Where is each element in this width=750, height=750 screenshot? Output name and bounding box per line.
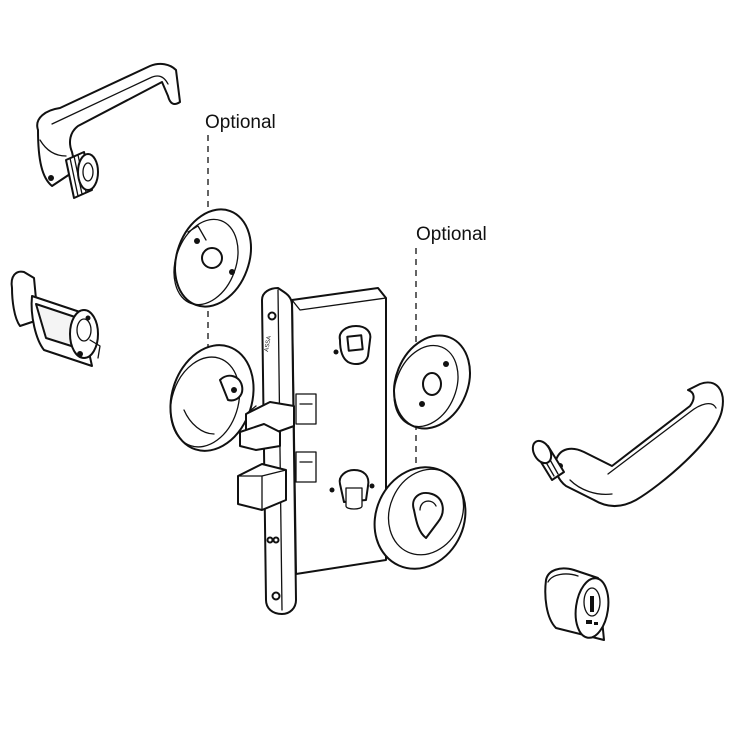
faceplate-marking: ASSA: [264, 336, 273, 353]
threaded-spindle-left: [65, 151, 99, 199]
lock-faceplate: [261, 287, 297, 615]
dead-bolt: [237, 463, 287, 511]
mortise-lock-body: ASSA: [237, 287, 387, 615]
optional-label-left: Optional: [205, 112, 276, 133]
thumb-turn-cylinder: [10, 270, 101, 367]
cylinder-rose-right: [373, 466, 467, 570]
lever-handle-left: [36, 62, 181, 199]
optional-rose-right: [393, 334, 471, 430]
latch-bolt: [239, 401, 295, 451]
optional-label-right: Optional: [416, 224, 487, 245]
optional-rose-left: [173, 208, 252, 308]
threaded-spindle-right: [531, 439, 565, 481]
key-cylinder-right: [544, 567, 610, 641]
lever-handle-right: [531, 381, 724, 507]
